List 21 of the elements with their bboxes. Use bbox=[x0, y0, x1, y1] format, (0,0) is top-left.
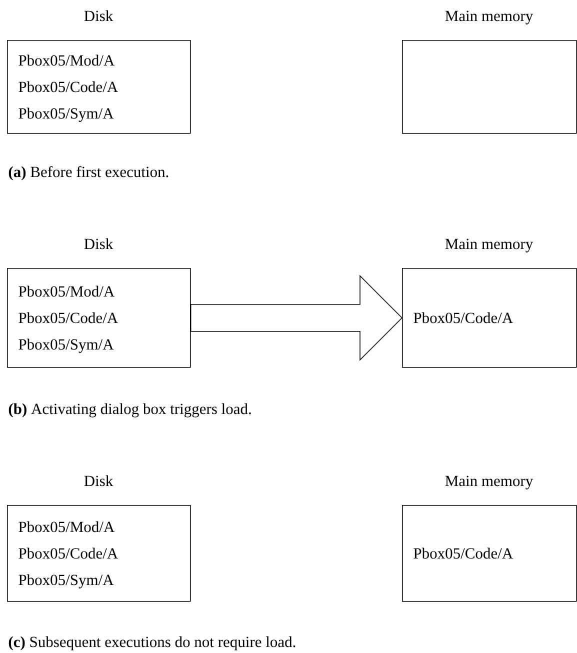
module-name: Pbox05/Code/A bbox=[18, 548, 118, 559]
module-name: Pbox05/Mod/A bbox=[18, 521, 115, 532]
module-name: Pbox05/Mod/A bbox=[18, 54, 115, 66]
box-heading: Main memory bbox=[445, 238, 534, 252]
module-name: Pbox05/Code/A bbox=[414, 548, 513, 559]
module-name: Pbox05/Mod/A bbox=[18, 286, 115, 297]
block-arrow bbox=[190, 274, 403, 361]
module-name: Pbox05/Sym/A bbox=[18, 574, 114, 588]
box-heading: Disk bbox=[84, 475, 114, 486]
figure-caption: (b) Activating dialog box triggers load. bbox=[8, 403, 251, 418]
box-heading: Disk bbox=[84, 10, 114, 22]
module-name: Pbox05/Code/A bbox=[414, 312, 513, 324]
box-heading: Main memory bbox=[445, 10, 534, 24]
module-name: Pbox05/Code/A bbox=[18, 81, 118, 92]
box-heading: Main memory bbox=[445, 476, 534, 490]
module-name: Pbox05/Sym/A bbox=[18, 108, 114, 122]
module-name: Pbox05/Sym/A bbox=[18, 338, 114, 353]
box-heading: Disk bbox=[84, 238, 114, 250]
figure-caption: (c) Subsequent executions do not require load. bbox=[8, 636, 296, 650]
figure-caption: (a) Before first execution. bbox=[8, 166, 168, 180]
module-name: Pbox05/Code/A bbox=[18, 312, 118, 324]
